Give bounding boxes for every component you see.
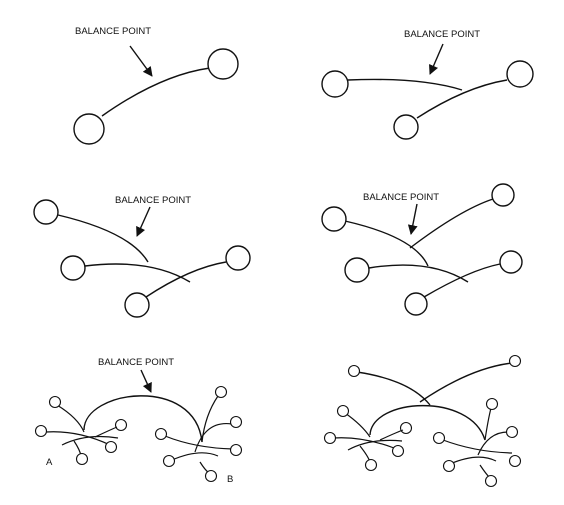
circle-node-icon — [214, 385, 228, 399]
circle-node-icon — [204, 469, 218, 483]
top-arm-right — [419, 362, 513, 403]
weight-top-left — [33, 199, 59, 225]
arrow-pointer-icon — [136, 206, 151, 237]
circle-node-icon — [323, 431, 337, 445]
circle-node-icon — [229, 415, 243, 429]
panel-1-two-weights: BALANCE POINT — [73, 26, 239, 145]
middle-arm — [84, 263, 191, 283]
weight-right — [225, 245, 251, 271]
weight-middle-left — [344, 257, 370, 283]
circle-node-icon — [229, 443, 243, 457]
circle-node-icon — [432, 431, 446, 445]
circle-node-icon — [104, 440, 118, 454]
weight-bottom — [404, 292, 428, 316]
circle-node-icon — [508, 454, 522, 468]
arrow-pointer-icon — [407, 203, 418, 235]
weight-bottom — [393, 114, 419, 140]
circle-node-icon — [34, 424, 48, 438]
circle-node-icon — [485, 397, 499, 411]
main-arch — [369, 404, 486, 441]
balance-point-label: BALANCE POINT — [75, 26, 151, 37]
circle-node-icon — [505, 425, 519, 439]
point-a-label: A — [46, 457, 53, 468]
circle-node-icon — [336, 404, 350, 418]
lower-arm — [145, 261, 227, 298]
circle-node-icon — [391, 444, 405, 458]
weight-large-right — [207, 48, 239, 80]
lower-arm — [416, 79, 508, 119]
connecting-arm — [101, 67, 211, 117]
weight-right — [499, 250, 523, 274]
weight-top-left — [321, 206, 347, 232]
arrow-pointer-icon — [429, 43, 444, 75]
top-arm — [344, 220, 429, 267]
middle-arm — [368, 264, 469, 283]
circle-node-icon — [75, 452, 89, 466]
arrow-pointer-icon — [129, 45, 153, 77]
circle-node-icon — [162, 454, 176, 468]
right-cluster-B: B — [154, 385, 243, 485]
circle-node-icon — [442, 459, 456, 473]
circle-node-icon — [364, 458, 378, 472]
main-arch — [83, 395, 203, 443]
circle-node-icon — [154, 427, 168, 441]
lower-arm — [423, 263, 501, 298]
circle-node-icon — [399, 421, 413, 435]
circle-node-icon — [508, 354, 522, 368]
weight-middle-left — [60, 255, 86, 281]
point-b-label: B — [227, 474, 233, 485]
circle-node-icon — [484, 474, 498, 488]
panel-4-five-weights: BALANCE POINT — [321, 183, 523, 316]
weight-large-left — [73, 113, 105, 145]
balance-point-label: BALANCE POINT — [98, 357, 174, 368]
panel-6-complex-mobile — [323, 354, 522, 488]
balance-point-label: BALANCE POINT — [115, 195, 191, 206]
circle-node-icon — [347, 364, 361, 378]
top-arm-left — [356, 371, 431, 406]
weight-left — [321, 70, 349, 98]
left-cluster — [323, 404, 413, 472]
panel-2-three-weights: BALANCE POINT — [321, 29, 534, 140]
balance-point-label: BALANCE POINT — [363, 192, 439, 203]
panel-3-four-weights: BALANCE POINT — [33, 195, 251, 318]
left-cluster-A: A — [34, 395, 128, 468]
balance-point-label: BALANCE POINT — [404, 29, 480, 40]
panel-5-complex-mobile: BALANCE POINT A — [34, 357, 243, 485]
circle-node-icon — [48, 395, 62, 409]
circle-node-icon — [114, 418, 128, 432]
weight-top-right — [491, 183, 515, 207]
upper-arm — [347, 78, 463, 91]
arrow-pointer-icon — [140, 369, 152, 393]
weight-bottom — [124, 292, 150, 318]
top-arm — [57, 214, 149, 263]
right-cluster — [432, 397, 522, 488]
weight-right — [506, 60, 534, 88]
upper-right-arm — [409, 198, 494, 249]
